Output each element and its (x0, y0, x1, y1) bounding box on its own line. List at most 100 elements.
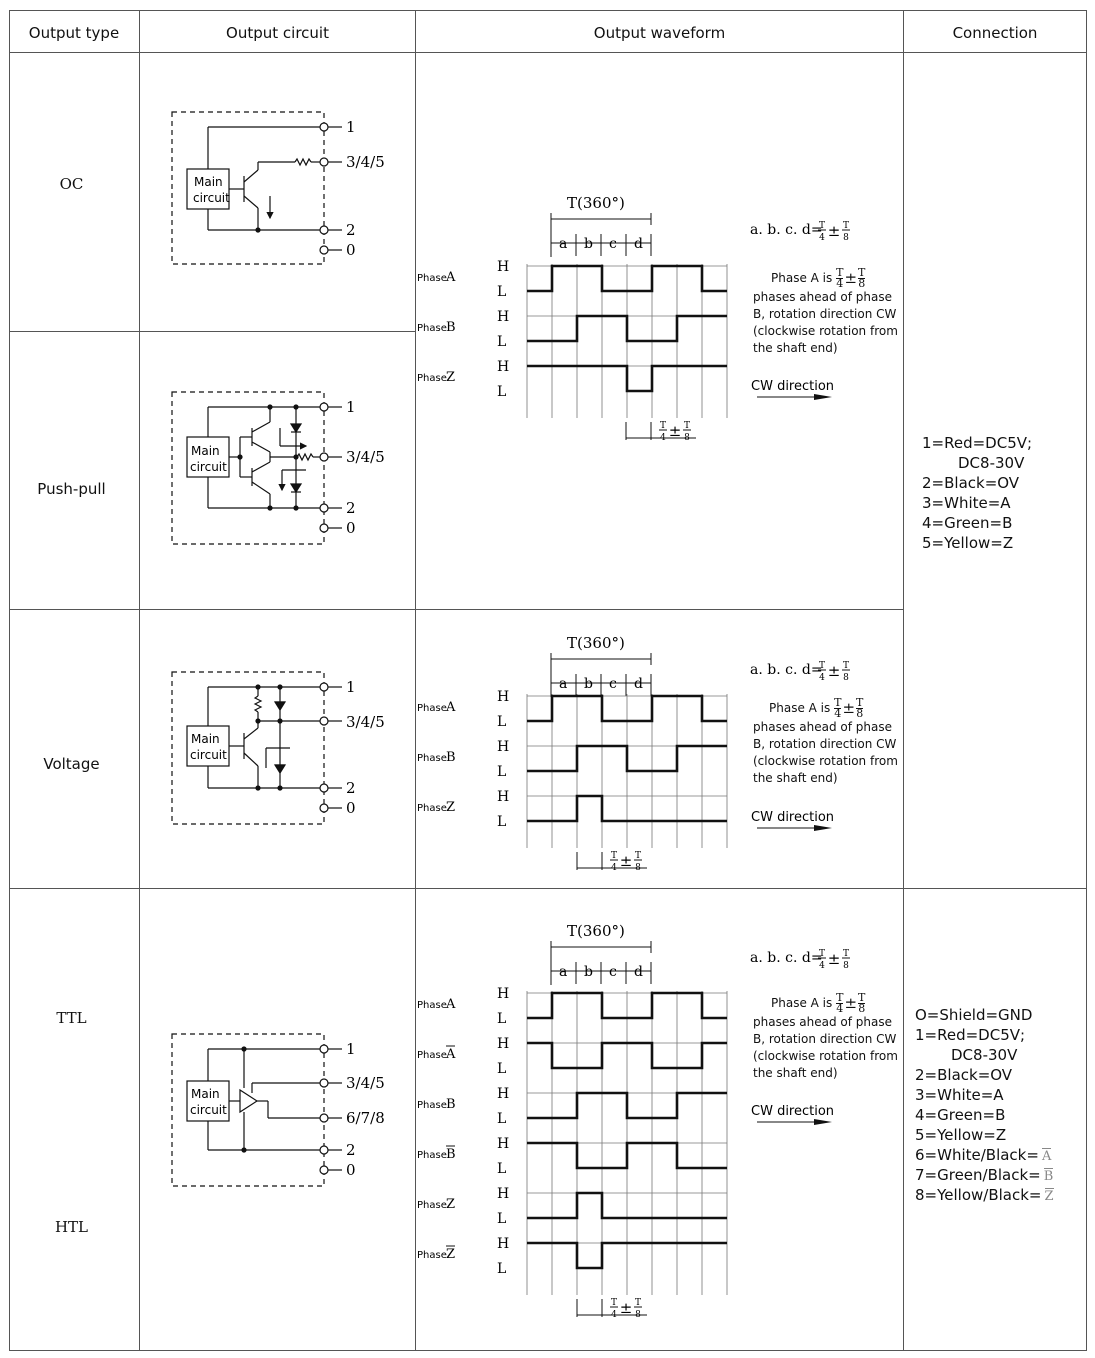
cw-direction-label: CW direction (751, 379, 834, 394)
connection-item: 1=Red=DC5V; (922, 434, 1033, 452)
phase-name: Z (446, 1247, 455, 1262)
level-low-label: L (497, 764, 506, 780)
segment-label: c (609, 236, 617, 252)
phase-prefix: Phase (417, 323, 447, 334)
signal-trace (527, 794, 727, 823)
plus-minus: ± (828, 950, 841, 968)
main-circuit-box (186, 1080, 230, 1122)
segment-label: b (584, 236, 593, 252)
fraction-8: 8 (843, 961, 849, 971)
pin-2: 2 (346, 779, 356, 797)
phase-prefix: Phase (417, 753, 447, 764)
fraction-4: 4 (819, 961, 825, 971)
phase-name: B (446, 1097, 456, 1112)
circuit-label: circuit (190, 460, 227, 474)
signal-trace (527, 991, 727, 1020)
main-label: Main (191, 732, 220, 746)
fraction-t: T (611, 1298, 617, 1308)
pin-1: 1 (346, 1040, 356, 1058)
type-htl: HTL (54, 1218, 89, 1236)
level-low-label: L (497, 814, 506, 830)
plus-minus: ± (828, 222, 841, 240)
fraction-t: T (635, 1298, 641, 1308)
main-label: Main (191, 444, 220, 458)
level-high-label: H (497, 309, 509, 325)
pin-2: 2 (346, 499, 356, 517)
pin-1: 1 (346, 398, 356, 416)
level-low-label: L (497, 1161, 506, 1177)
phase-prefix: Phase (417, 273, 447, 284)
push-pull-circuit-diagram (171, 391, 342, 545)
fraction-t: T (635, 851, 641, 861)
cw-direction-label: CW direction (751, 810, 834, 825)
level-low-label: L (497, 334, 506, 350)
fraction-4: 4 (660, 433, 666, 443)
phase-prefix: Phase (417, 1150, 447, 1161)
fraction-t: T (843, 949, 849, 959)
bar-letter: B (1043, 1168, 1054, 1184)
phase-name: B (446, 1147, 456, 1162)
fraction-t: T (819, 661, 825, 671)
connection-item: 1=Red=DC5V; (915, 1026, 1026, 1044)
level-high-label: H (497, 1136, 509, 1152)
level-high-label: H (497, 689, 509, 705)
connection-item: 2=Black=OV (922, 474, 1020, 492)
type-push-pull: Push-pull (37, 480, 106, 498)
oc-circuit-diagram (171, 111, 342, 265)
signal-trace (527, 1191, 727, 1220)
level-low-label: L (497, 1061, 506, 1077)
pin-0: 0 (346, 799, 356, 817)
fraction-t: T (819, 221, 825, 231)
phase-name: B (446, 750, 456, 765)
formula-label: a. b. c. d= (750, 950, 823, 966)
segment-label: d (634, 964, 643, 980)
phase-name: Z (446, 800, 455, 815)
fraction-t: T (684, 421, 690, 431)
segment-label: c (609, 676, 617, 692)
segment-label: b (584, 676, 593, 692)
fraction-4: 4 (611, 863, 617, 873)
level-low-label: L (497, 1261, 506, 1277)
ttl-htl-circuit-diagram (171, 1033, 342, 1187)
level-low-label: L (497, 284, 506, 300)
pin-0: 0 (346, 241, 356, 259)
cw-arrow-head (814, 394, 832, 400)
connection-item: 4=Green=B (915, 1106, 1006, 1124)
pin-1: 1 (346, 678, 356, 696)
segment-label: a (559, 236, 567, 252)
period-label: T(360°) (567, 634, 625, 652)
signal-trace (527, 264, 727, 293)
signal-trace (527, 1141, 727, 1170)
level-high-label: H (497, 1236, 509, 1252)
formula-label: a. b. c. d= (750, 222, 823, 238)
fraction-t: T (843, 221, 849, 231)
fraction-8: 8 (843, 673, 849, 683)
fraction-8: 8 (843, 233, 849, 243)
signal-trace (527, 1241, 727, 1270)
phase-prefix: Phase (417, 1200, 447, 1211)
fraction-t: T (819, 949, 825, 959)
connection-item: DC8-30V (958, 454, 1025, 472)
pin-345: 3/4/5 (346, 153, 385, 171)
phase-name: A (445, 997, 456, 1012)
connection-item: 6=White/Black=A (915, 1146, 1052, 1164)
header-output-circuit: Output circuit (226, 24, 329, 42)
cw-arrow-head (814, 825, 832, 831)
connection-item: 3=White=A (915, 1086, 1004, 1104)
type-ttl: TTL (56, 1009, 87, 1027)
fraction-4: 4 (819, 673, 825, 683)
phase-name: Z (446, 1197, 455, 1212)
fraction-t: T (660, 421, 666, 431)
level-low-label: L (497, 384, 506, 400)
level-high-label: H (497, 1086, 509, 1102)
connection-item: 4=Green=B (922, 514, 1013, 532)
phase-prefix: Phase (417, 703, 447, 714)
connection-item: 2=Black=OV (915, 1066, 1013, 1084)
bar-letter: Z (1044, 1188, 1054, 1204)
signal-trace (527, 694, 727, 723)
fraction-8: 8 (635, 863, 641, 873)
